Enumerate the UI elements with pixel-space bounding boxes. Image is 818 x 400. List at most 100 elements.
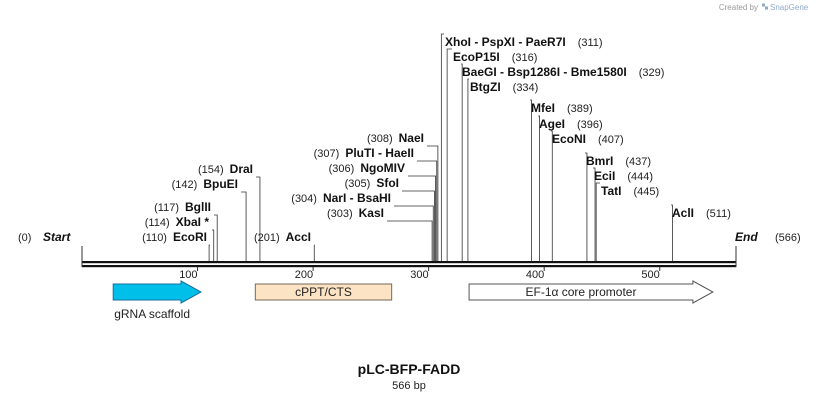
- restriction-site: PluTI - HaeII (307): [314, 146, 438, 261]
- ruler-tick-label: 400: [526, 269, 544, 281]
- feature-label: cPPT/CTS: [295, 285, 352, 299]
- start-position: (0): [18, 232, 31, 244]
- site-position: (444): [627, 171, 653, 183]
- restriction-site: KasI(303): [327, 206, 433, 261]
- backbone: [82, 261, 736, 268]
- site-leader-line: [551, 130, 553, 261]
- site-position: (304): [291, 193, 317, 205]
- map-title: pLC-BFP-FADD: [358, 361, 461, 377]
- site-position: (407): [598, 134, 624, 146]
- end-label: End: [735, 230, 758, 244]
- restriction-site: XbaI * (114): [145, 215, 215, 261]
- restriction-site: NarI - BsaHI (304): [291, 191, 434, 261]
- site-leader-line: [427, 145, 439, 261]
- site-name: EcoNI: [552, 132, 586, 146]
- site-position: (142): [172, 179, 198, 191]
- site-position: (445): [633, 186, 659, 198]
- restriction-site: EcoNI (407): [551, 130, 624, 261]
- restriction-site: SfoI (305): [345, 176, 435, 261]
- site-name: XbaI *: [176, 215, 210, 229]
- restriction-site: EciI (444): [593, 167, 653, 261]
- ruler-tick-label: 300: [410, 269, 428, 281]
- site-name: SfoI: [376, 176, 399, 190]
- site-leader-line: [440, 33, 444, 261]
- site-name: BtgZI: [470, 80, 501, 94]
- site-position: (329): [639, 67, 665, 79]
- site-name: NgoMIV: [360, 161, 405, 175]
- site-name: BpuEI: [203, 177, 238, 191]
- restriction-site: EcoP15I (316): [446, 48, 538, 261]
- snapgene-logo-icon: [762, 3, 768, 10]
- restriction-site: BpuEI (142): [172, 177, 247, 261]
- start-label: Start: [43, 230, 71, 244]
- site-leader-line: [446, 48, 452, 261]
- site-name: BmrI: [586, 154, 613, 168]
- site-leader-line: [467, 78, 469, 261]
- site-position: (316): [512, 52, 538, 64]
- site-leader-line: [461, 63, 463, 261]
- site-name: NaeI: [399, 131, 424, 145]
- restriction-site: NgoMIV (306): [329, 161, 436, 261]
- site-leader-line: [530, 99, 532, 261]
- site-name: PluTI - HaeII: [345, 146, 414, 160]
- ruler-tick-label: 500: [641, 269, 659, 281]
- site-position: (305): [345, 178, 371, 190]
- feature: EF-1α core promoter: [468, 280, 714, 304]
- site-name: AccI: [286, 230, 311, 244]
- site-name: EcoP15I: [453, 50, 500, 64]
- site-position: (306): [329, 163, 355, 175]
- site-position: (389): [567, 103, 593, 115]
- site-leader-line: [595, 182, 600, 261]
- restriction-site: BaeGI - Bsp1286I - Bme1580I (329): [461, 63, 665, 261]
- site-leader-line: [402, 190, 435, 261]
- restriction-site: DraI (154): [198, 162, 261, 261]
- site-leader-line: [208, 244, 210, 261]
- restriction-site: BmrI(437): [585, 152, 651, 261]
- feature: cPPT/CTS: [254, 283, 393, 301]
- site-leader-line: [241, 191, 247, 261]
- site-leader-line: [212, 229, 215, 261]
- ruler-tick-label: 200: [295, 269, 313, 281]
- site-leader-line: [585, 152, 588, 261]
- restriction-site: TatI (445): [595, 182, 659, 261]
- site-name: NarI - BsaHI: [323, 191, 391, 205]
- site-position: (117): [154, 202, 179, 214]
- site-position: (308): [367, 133, 393, 145]
- credit-prefix: Created by: [719, 3, 758, 12]
- site-leader-line: [394, 205, 434, 261]
- restriction-site: BglII (117): [154, 200, 218, 261]
- site-name: EciI: [594, 169, 615, 183]
- credit-brand: SnapGene: [770, 3, 809, 12]
- site-name: EcoRI: [173, 230, 207, 244]
- restriction-site: EcoRI(110): [142, 230, 210, 261]
- site-name: BaeGI - Bsp1286I - Bme1580I: [462, 65, 627, 79]
- restriction-site: AccI(201): [254, 230, 315, 261]
- site-position: (307): [314, 148, 340, 160]
- restriction-site: XhoI - PspXI - PaeR7I (311): [440, 33, 603, 261]
- ruler-ticks: 100 200 300 400 500: [179, 267, 661, 281]
- feature-arrow: [112, 280, 203, 304]
- site-name: AclI: [672, 206, 694, 220]
- feature-box: [254, 283, 393, 301]
- site-leader-line: [538, 115, 540, 261]
- site-name: DraI: [230, 162, 253, 176]
- site-position: (154): [198, 164, 224, 176]
- site-name: XhoI - PspXI - PaeR7I: [445, 35, 566, 49]
- feature-arrow: [468, 280, 714, 304]
- feature: gRNA scaffold: [112, 280, 203, 321]
- ruler-tick-label: 100: [179, 269, 197, 281]
- restriction-site: MfeI(389): [530, 99, 593, 261]
- feature-label: EF-1α core promoter: [525, 285, 636, 299]
- site-position: (114): [145, 217, 170, 229]
- site-name: KasI: [359, 206, 384, 220]
- site-name: AgeI: [539, 117, 565, 131]
- site-leader-line: [408, 175, 436, 261]
- site-name: TatI: [601, 184, 621, 198]
- site-position: (311): [578, 37, 603, 49]
- site-leader-line: [417, 160, 438, 261]
- site-leader-line: [214, 214, 218, 261]
- restriction-site: BtgZI(334): [467, 78, 538, 261]
- restriction-site: AclI(511): [671, 204, 731, 261]
- site-name: BglII: [185, 200, 211, 214]
